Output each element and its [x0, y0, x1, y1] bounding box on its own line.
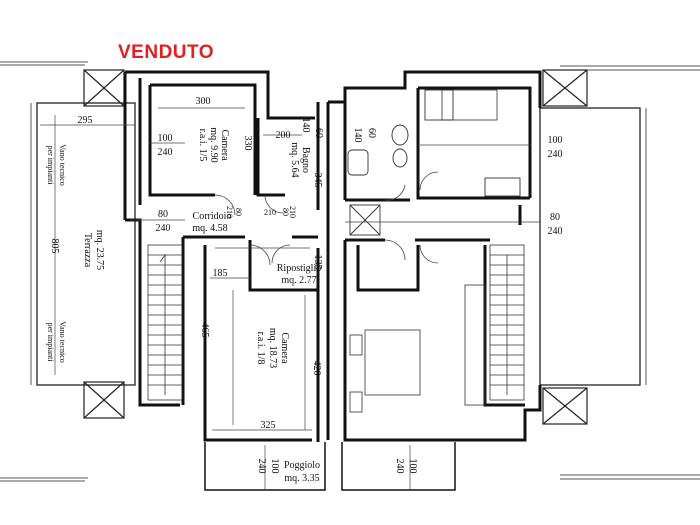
dim-60a: 60 — [313, 128, 324, 138]
dim-100b: 100 — [269, 459, 280, 474]
dim-240d: 240 — [548, 149, 563, 160]
dim-240c: 240 — [256, 459, 267, 474]
walls-left-unit — [123, 70, 330, 442]
dim-240a: 240 — [158, 147, 173, 158]
dim-100c: 100 — [548, 135, 563, 146]
camera-small-area: mq. 9.90 — [208, 127, 219, 162]
vano-bottom-line1: Vano tecnico — [58, 321, 67, 363]
room-labels: Terrazza mq. 23.75 Vano tecnico per impi… — [46, 127, 321, 484]
dim-295: 295 — [78, 115, 93, 126]
ripostiglio-area: mq. 2.77 — [281, 275, 316, 286]
dim-140b: 140 — [352, 128, 363, 143]
vano-bottom-line2: per impianti — [46, 323, 55, 363]
terrazza-area: mq. 23.75 — [94, 230, 105, 270]
dim-240b: 240 — [156, 223, 171, 234]
stairs-left — [147, 244, 183, 401]
poggiolo-area: mq. 3.35 — [284, 473, 319, 484]
vano-top-line1: Vano tecnico — [58, 144, 67, 186]
dim-60b: 60 — [366, 128, 377, 138]
camera-big-rai: r.a.i. 1/8 — [255, 332, 266, 365]
dim-200: 200 — [276, 130, 291, 141]
camera-big-area: mq. 18.73 — [267, 328, 278, 368]
terrace-railing-right — [560, 65, 700, 480]
terrace-outline — [36, 102, 641, 386]
bathroom-fixtures — [347, 89, 521, 236]
dimension-lines — [40, 107, 540, 490]
dimension-labels: 295 300 330 100 240 805 80 240 200 60 14… — [49, 96, 563, 474]
dim-135: 135 — [312, 255, 323, 270]
dim-80b: 80 — [234, 208, 243, 216]
dim-185: 185 — [213, 268, 228, 279]
camera-small-name: Camera — [219, 129, 230, 161]
poggiolo-name: Poggiolo — [284, 460, 320, 471]
corridoio-area: mq. 4.58 — [192, 223, 227, 234]
dim-465: 465 — [199, 323, 210, 338]
sold-stamp: VENDUTO — [118, 42, 215, 63]
dim-345: 345 — [312, 173, 323, 188]
shaft-boxes — [83, 69, 588, 425]
dim-330: 330 — [242, 136, 253, 151]
dim-210c: 210 — [288, 206, 297, 218]
dim-300: 300 — [196, 96, 211, 107]
dim-80a: 80 — [158, 209, 168, 220]
dim-80c: 80 — [281, 208, 290, 216]
ripostiglio-name: Ripostiglio — [277, 263, 321, 274]
camera-small-rai: r.a.i. 1/5 — [197, 129, 208, 162]
dim-420: 420 — [311, 361, 322, 376]
bed-icons — [349, 89, 498, 413]
dim-210a: 210 — [225, 206, 234, 218]
dim-805: 805 — [49, 239, 60, 254]
dim-140a: 140 — [300, 118, 311, 133]
bagno-name: Bagno — [300, 147, 311, 173]
dim-325: 325 — [261, 420, 276, 431]
dim-100d: 100 — [407, 459, 418, 474]
door-swings — [214, 171, 439, 266]
dim-210b: 210 — [264, 208, 276, 217]
terrazza-name: Terrazza — [82, 233, 93, 268]
dim-100a: 100 — [158, 133, 173, 144]
dim-240f: 240 — [394, 459, 405, 474]
dim-240e: 240 — [548, 226, 563, 237]
dim-80d: 80 — [550, 212, 560, 223]
bagno-area: mq. 5.64 — [289, 142, 300, 177]
camera-big-name: Camera — [279, 332, 290, 364]
corridoio-name: Corridoio — [193, 211, 232, 222]
vano-top-line2: per impianti — [46, 146, 55, 186]
stairs-right — [489, 244, 525, 401]
